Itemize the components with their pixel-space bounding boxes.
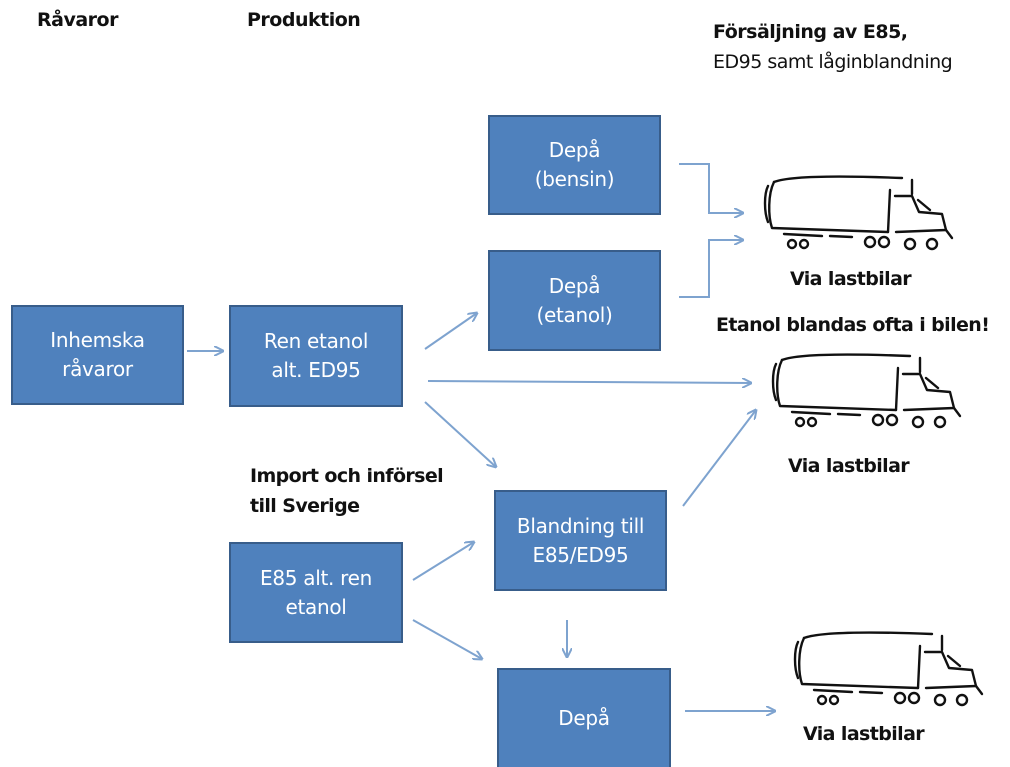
label-via-lastbilar-1: Via lastbilar	[790, 268, 912, 290]
box-depa-etanol: Depå (etanol)	[488, 250, 661, 351]
header-produktion: Produktion	[247, 9, 361, 31]
truck-icon	[793, 631, 984, 707]
label-via-lastbilar-3: Via lastbilar	[803, 723, 925, 745]
box-e85-line-2: etanol	[285, 594, 347, 619]
box-depa-etanol-line-1: Depå	[548, 273, 601, 298]
arrow-ren-to-depa-etanol	[424, 313, 477, 350]
box-inhemska-ravaror: Inhemska råvaror	[11, 305, 184, 405]
box-blandning: Blandning till E85/ED95	[494, 490, 667, 591]
box-depa-etanol-line-2: (etanol)	[536, 302, 613, 327]
box-inhemska-line-1: Inhemska	[50, 328, 145, 352]
box-blandning-line-1: Blandning till	[516, 513, 645, 538]
label-import: Import och införsel till Sverige	[250, 461, 444, 521]
label-import-line-2: till Sverige	[250, 495, 360, 517]
box-depa-bensin: Depå (bensin)	[488, 115, 661, 215]
header-forsaljning-line-1: Försäljning av E85,	[713, 21, 908, 43]
box-ren-etanol-line-1: Ren etanol	[263, 329, 369, 353]
box-depa-bensin-line-1: Depå	[548, 138, 601, 162]
arrow-e85-to-blandning	[412, 542, 474, 581]
box-depa-line-1: Depå	[558, 706, 610, 730]
box-blandning-line-2: E85/ED95	[532, 542, 629, 567]
arrow-blandning-to-truck2	[682, 410, 756, 507]
box-ren-etanol: Ren etanol alt. ED95	[229, 305, 403, 407]
arrow-depa-bensin-to-truck1	[679, 163, 743, 213]
label-import-line-1: Import och införsel	[250, 465, 444, 487]
header-forsaljning-line-2: ED95 samt låginblandning	[713, 51, 953, 73]
header-forsaljning: Försäljning av E85, ED95 samt låginbland…	[713, 17, 953, 77]
box-e85-ren-etanol: E85 alt. ren etanol	[229, 542, 403, 643]
arrow-ren-to-truck2	[427, 381, 751, 383]
arrow-ren-to-blandning	[424, 401, 496, 467]
box-e85-line-1: E85 alt. ren	[260, 565, 372, 590]
header-ravaror: Råvaror	[37, 9, 118, 31]
truck-icon	[771, 353, 962, 429]
label-etanol-blandas: Etanol blandas ofta i bilen!	[716, 314, 990, 336]
box-ren-etanol-line-2: alt. ED95	[271, 358, 361, 382]
arrow-e85-to-depa	[412, 619, 482, 659]
truck-icon	[763, 175, 954, 251]
box-inhemska-line-2: råvaror	[62, 357, 133, 381]
box-depa: Depå	[497, 668, 671, 767]
label-via-lastbilar-2: Via lastbilar	[788, 455, 910, 477]
arrow-depa-etanol-to-truck1	[679, 240, 743, 298]
box-depa-bensin-line-2: (bensin)	[534, 167, 615, 191]
